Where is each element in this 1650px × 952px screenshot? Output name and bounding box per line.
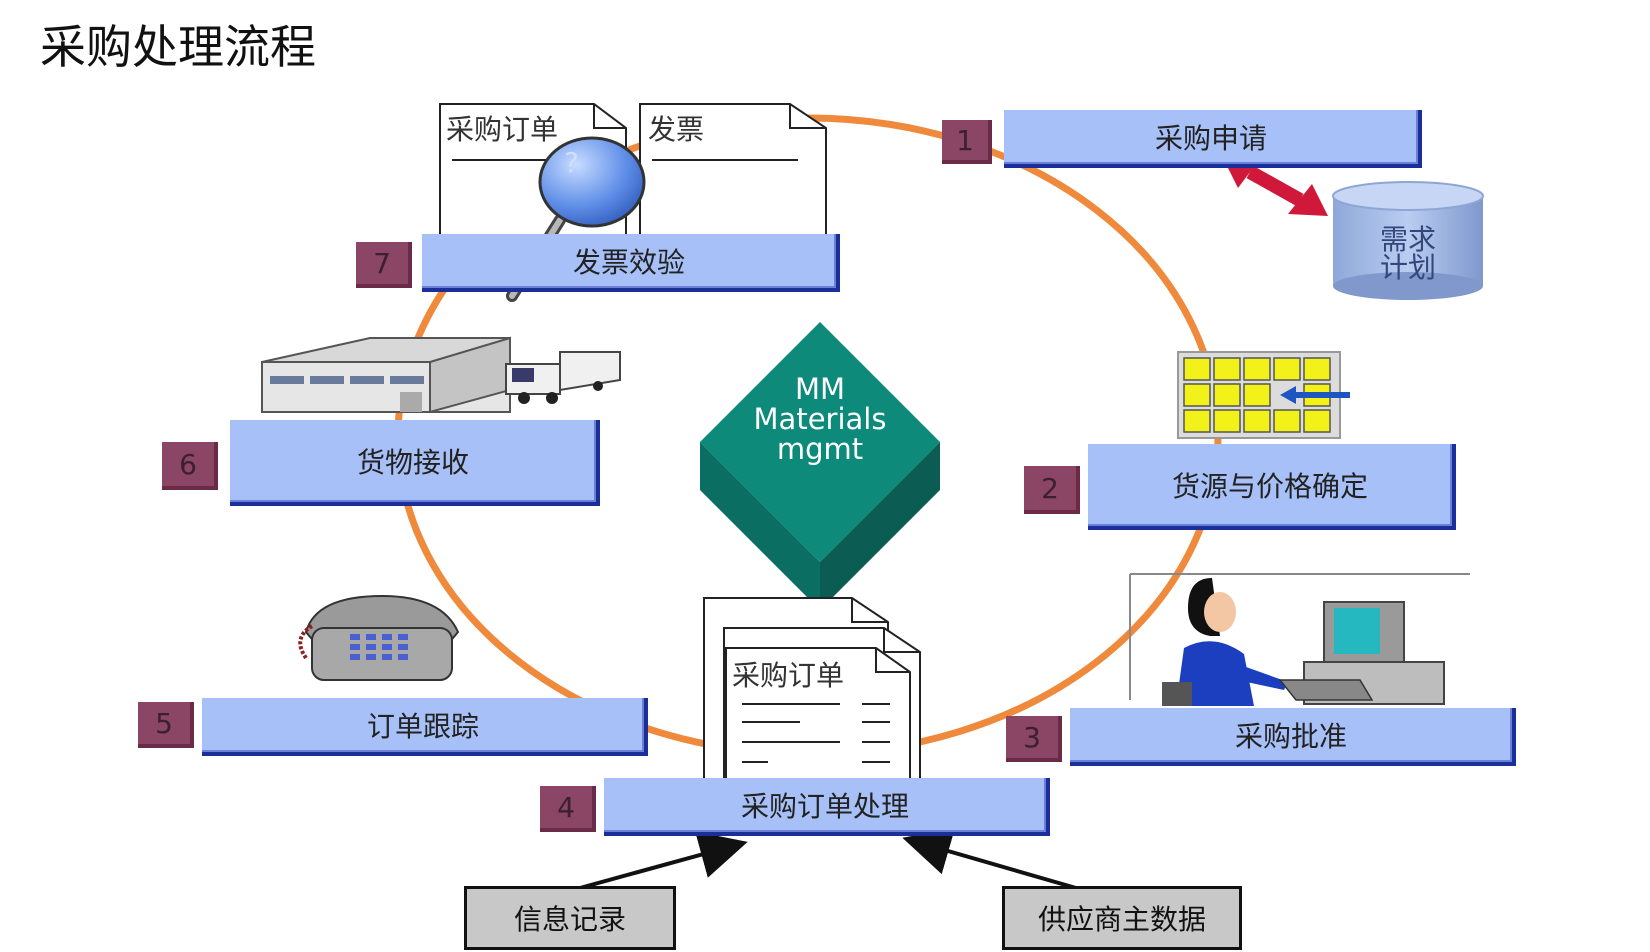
mm-line2: Materials	[753, 402, 887, 436]
truck-illustration	[505, 351, 621, 404]
step-6-number: 6	[162, 442, 218, 490]
invoice-label: 发票	[648, 113, 705, 146]
step-1-number: 1	[942, 120, 992, 164]
step-3-number: 3	[1006, 716, 1062, 762]
step-1-bar[interactable]: 采购申请	[1004, 110, 1422, 168]
demand-plan-line1: 需求	[1379, 223, 1436, 256]
demand-plan-label: 需求 计划	[1368, 226, 1448, 282]
demand-plan-cylinder	[1332, 181, 1484, 300]
mm-label: MM Materials mgmt	[720, 374, 920, 464]
info-record-arrow	[579, 831, 748, 890]
demand-plan-line2: 计划	[1379, 251, 1436, 284]
step-2-number: 2	[1024, 466, 1080, 514]
warehouse-illustration	[261, 336, 511, 414]
po-top-label: 采购订单	[446, 113, 559, 146]
office-worker-illustration	[1129, 573, 1470, 706]
mm-cube	[700, 322, 940, 610]
mm-line3: mgmt	[776, 432, 864, 466]
step-2-bar[interactable]: 货源与价格确定	[1088, 444, 1456, 530]
step-4-bar[interactable]: 采购订单处理	[604, 778, 1050, 836]
step-6-bar[interactable]: 货物接收	[230, 420, 600, 506]
telephone-illustration	[298, 594, 460, 681]
mm-line1: MM	[794, 372, 846, 406]
invoice-document	[639, 103, 827, 237]
step-7-number: 7	[356, 242, 412, 288]
step-5-bar[interactable]: 订单跟踪	[202, 698, 648, 756]
po-document-bottom	[703, 597, 921, 811]
step-5-number: 5	[138, 702, 194, 748]
vendor-master-box[interactable]: 供应商主数据	[1002, 886, 1242, 950]
info-record-box[interactable]: 信息记录	[464, 886, 676, 950]
step-7-bar[interactable]: 发票效验	[422, 234, 840, 292]
vendor-master-arrow	[902, 828, 1077, 890]
question-mark: ?	[564, 146, 579, 179]
step-3-bar[interactable]: 采购批准	[1070, 708, 1516, 766]
po-bottom-label: 采购订单	[732, 659, 845, 692]
price-grid	[1177, 351, 1350, 439]
step-4-number: 4	[540, 786, 596, 832]
page-title: 采购处理流程	[40, 20, 316, 74]
